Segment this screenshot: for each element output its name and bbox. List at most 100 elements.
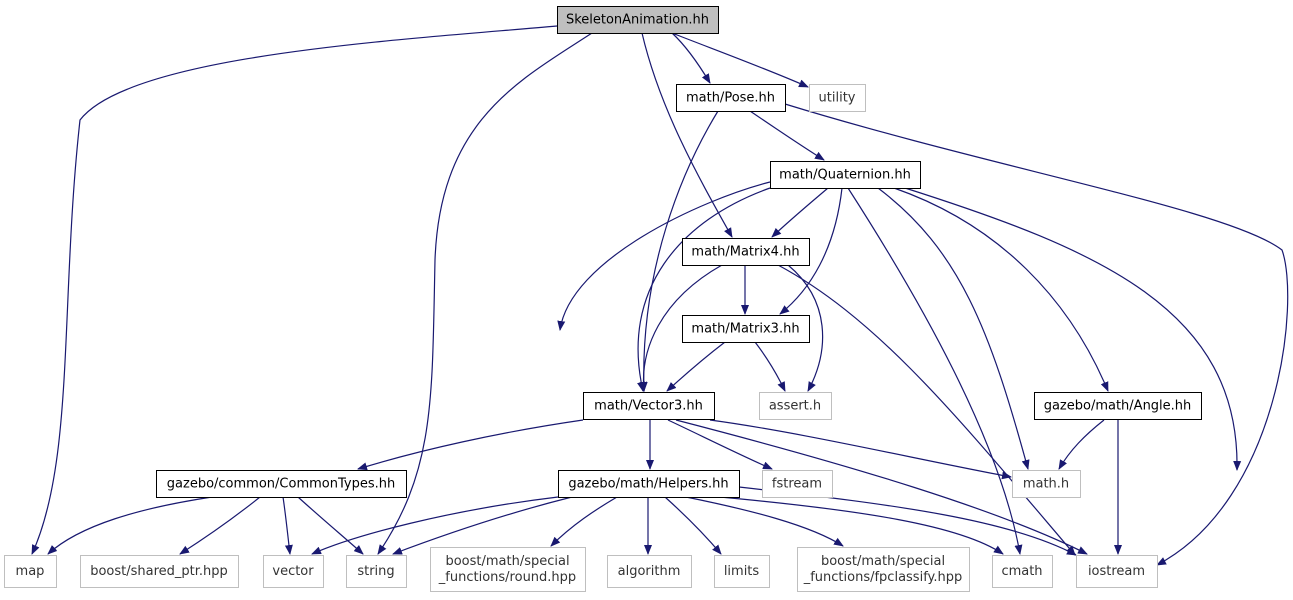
node-map: map (4, 555, 57, 588)
node-angle[interactable]: gazebo/math/Angle.hh (1034, 392, 1202, 420)
node-box-vector3 (583, 392, 715, 420)
node-box-cmath (992, 555, 1053, 588)
node-label-fpclassify: boost/math/special (821, 554, 945, 569)
node-box-utility (809, 84, 866, 112)
edge-quaternion-to-helpers (557, 181, 771, 331)
node-limits: limits (714, 555, 770, 588)
edges-layer (31, 25, 1289, 566)
node-mathh: math.h (1012, 470, 1081, 498)
edge-quaternion-to-vector3 (637, 187, 771, 392)
node-box-quaternion (770, 161, 921, 189)
edge-root-to-map (31, 25, 558, 555)
node-box-limits (714, 555, 770, 588)
node-commontypes[interactable]: gazebo/common/CommonTypes.hh (156, 470, 407, 498)
node-label-matrix3: math/Matrix3.hh (691, 322, 799, 337)
node-algorithm: algorithm (607, 555, 692, 588)
edge-angle-to-mathh (1058, 419, 1105, 470)
node-assert: assert.h (759, 392, 832, 420)
node-box-angle (1034, 392, 1202, 420)
edge-pose-to-iostream (784, 103, 1289, 566)
edge-quaternion-to-matrix3 (779, 187, 843, 315)
node-pose[interactable]: math/Pose.hh (676, 84, 786, 112)
node-box-algorithm (607, 555, 692, 588)
edge-root-to-pose (671, 32, 711, 84)
node-label-cmath: cmath (1001, 564, 1042, 579)
node-label-utility: utility (819, 91, 856, 106)
edge-helpers-to-limits (664, 496, 722, 555)
node-quaternion[interactable]: math/Quaternion.hh (770, 161, 921, 189)
edge-commontypes-to-sharedptr (179, 496, 261, 555)
node-box-assert (759, 392, 832, 420)
node-label-quaternion: math/Quaternion.hh (779, 168, 911, 183)
node-fstream: fstream (762, 470, 833, 498)
node-label-sharedptr: boost/shared_ptr.hpp (90, 564, 228, 579)
edge-vector3-to-fstream (667, 419, 773, 470)
edge-vector3-to-mathh (709, 419, 1012, 480)
edge-helpers-to-round (550, 496, 618, 547)
edge-matrix4-to-vector3 (639, 264, 723, 392)
node-matrix4[interactable]: math/Matrix4.hh (682, 238, 810, 266)
node-label-fstream: fstream (772, 477, 822, 492)
node-label-algorithm: algorithm (618, 564, 681, 579)
node-vector3[interactable]: math/Vector3.hh (583, 392, 715, 420)
edge-root-to-matrix4 (641, 32, 733, 238)
node-round: boost/math/special_functions/round.hpp (430, 547, 586, 592)
node-label-commontypes: gazebo/common/CommonTypes.hh (167, 477, 395, 492)
edge-helpers-to-string (392, 496, 573, 555)
edge-commontypes-to-vector (282, 496, 293, 555)
node-label-limits: limits (724, 564, 760, 579)
node-label-round: _functions/round.hpp (438, 570, 576, 585)
node-label-helpers: gazebo/math/Helpers.hh (568, 477, 728, 492)
node-label-angle: gazebo/math/Angle.hh (1044, 399, 1192, 414)
edge-commontypes-to-map (47, 496, 213, 555)
edge-matrix4-to-iostream (777, 264, 1076, 556)
node-box-mathh (1012, 470, 1081, 498)
edge-quaternion-to-cmath (847, 187, 1023, 555)
node-box-map (4, 555, 57, 588)
node-string: string (346, 555, 407, 588)
node-label-vector: vector (272, 564, 314, 579)
edge-helpers-to-cmath (719, 496, 1004, 555)
node-label-string: string (357, 564, 394, 579)
node-box-matrix3 (682, 315, 810, 343)
node-label-assert: assert.h (769, 399, 821, 414)
edge-pose-to-vector3 (639, 110, 719, 392)
node-box-vector (263, 555, 324, 588)
node-vector: vector (263, 555, 324, 588)
node-box-root (557, 6, 719, 34)
node-box-helpers (558, 470, 740, 498)
node-label-matrix4: math/Matrix4.hh (691, 245, 799, 260)
edge-vector3-to-commontypes (357, 419, 584, 471)
node-box-commontypes (156, 470, 407, 498)
node-label-pose: math/Pose.hh (686, 91, 775, 106)
edge-quaternion-to-iostream (904, 187, 1242, 471)
node-matrix3[interactable]: math/Matrix3.hh (682, 315, 810, 343)
node-cmath: cmath (992, 555, 1053, 588)
node-label-mathh: math.h (1023, 477, 1069, 492)
node-box-fstream (762, 470, 833, 498)
node-box-iostream (1076, 555, 1158, 588)
edge-root-to-string (377, 32, 593, 555)
node-box-sharedptr (80, 555, 239, 588)
edge-helpers-to-fpclassify (685, 496, 844, 547)
node-root[interactable]: SkeletonAnimation.hh (557, 6, 719, 34)
node-utility: utility (809, 84, 866, 112)
node-fpclassify: boost/math/special_functions/fpclassify.… (797, 547, 970, 592)
node-label-root: SkeletonAnimation.hh (566, 13, 709, 28)
edge-vector3-to-iostream (675, 419, 1088, 555)
node-label-map: map (16, 564, 45, 579)
node-label-round: boost/math/special (445, 554, 569, 569)
node-label-fpclassify: _functions/fpclassify.hpp (803, 570, 963, 585)
node-label-vector3: math/Vector3.hh (594, 399, 703, 414)
edge-root-to-utility (671, 32, 809, 88)
node-box-round (430, 547, 586, 592)
nodes-layer: SkeletonAnimation.hh math/Pose.hh utility m… (4, 6, 1202, 592)
edge-matrix3-to-assert (754, 341, 786, 392)
node-sharedptr: boost/shared_ptr.hpp (80, 555, 239, 588)
node-label-iostream: iostream (1088, 564, 1145, 579)
edge-pose-to-quaternion (749, 110, 825, 161)
node-helpers[interactable]: gazebo/math/Helpers.hh (558, 470, 740, 498)
node-box-matrix4 (682, 238, 810, 266)
node-box-pose (676, 84, 786, 112)
